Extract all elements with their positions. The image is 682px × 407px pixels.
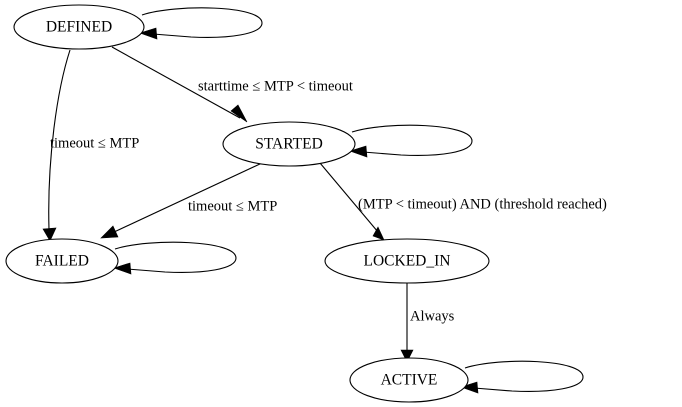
edge-locked-in-active[interactable]: [400, 283, 414, 363]
arrowhead-started-locked-in: [372, 226, 385, 241]
edge-defined-self[interactable]: [139, 7, 263, 40]
edge-started-failed[interactable]: [100, 162, 263, 239]
edge-label-defined-started: starttime ≤ MTP < timeout: [198, 78, 353, 94]
node-failed-label: FAILED: [35, 253, 89, 270]
node-started-shape: [222, 121, 356, 167]
arrowhead-failed-self: [113, 262, 132, 275]
node-locked-in-label: LOCKED_IN: [364, 253, 451, 270]
node-defined[interactable]: DEFINED: [13, 4, 145, 50]
arrowhead-active-self: [460, 381, 479, 394]
node-failed[interactable]: FAILED: [5, 238, 119, 284]
node-defined-shape: [13, 4, 145, 50]
arrowhead-started-failed: [100, 225, 119, 239]
edge-started-locked-in[interactable]: [319, 162, 385, 241]
edge-failed-self[interactable]: [113, 241, 237, 275]
node-active-label: ACTIVE: [381, 372, 438, 389]
edge-defined-failed[interactable]: [42, 49, 71, 242]
edge-started-self[interactable]: [349, 124, 473, 158]
edge-defined-started[interactable]: [111, 46, 248, 123]
node-locked-in-shape: [324, 238, 490, 284]
node-active-shape: [349, 357, 469, 403]
edge-label-started-failed: timeout ≤ MTP: [188, 198, 277, 214]
node-defined-label: DEFINED: [46, 19, 112, 36]
node-started-label: STARTED: [255, 136, 323, 153]
edge-label-defined-failed: timeout ≤ MTP: [50, 135, 139, 151]
edge-label-locked-in-active: Always: [410, 308, 455, 324]
node-locked-in[interactable]: LOCKED_IN: [324, 238, 490, 284]
edge-active-self[interactable]: [460, 360, 584, 394]
edge-label-started-locked-in: (MTP < timeout) AND (threshold reached): [358, 196, 607, 212]
arrowhead-defined-started: [230, 104, 248, 123]
node-failed-shape: [5, 238, 119, 284]
arrowhead-started-self: [349, 145, 368, 158]
arrowhead-defined-failed: [42, 227, 57, 242]
node-started[interactable]: STARTED: [222, 121, 356, 167]
arrowhead-locked-in-active: [400, 349, 414, 363]
arrowhead-defined-self: [139, 27, 158, 40]
node-active[interactable]: ACTIVE: [349, 357, 469, 403]
